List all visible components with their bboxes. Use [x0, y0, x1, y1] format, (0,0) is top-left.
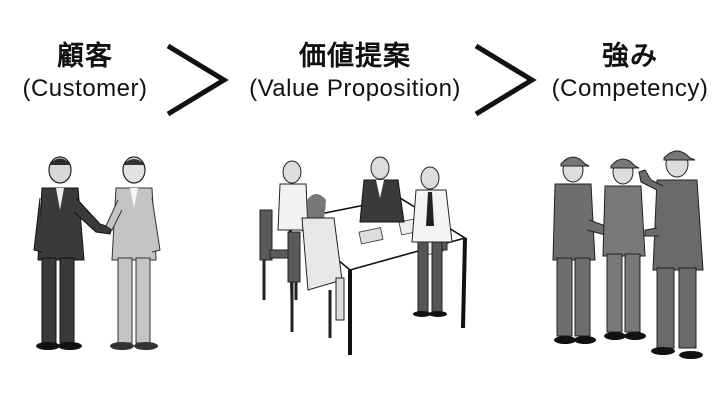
meeting-table-illustration: [259, 156, 467, 355]
customer-heading: 顧客 (Customer): [10, 40, 160, 104]
competency-heading: 強み (Competency): [540, 40, 720, 104]
workers-group-illustration: [552, 150, 704, 359]
greater-than-arrow-1: [166, 43, 229, 117]
competency-title-en: (Competency): [551, 75, 709, 102]
greater-than-arrow-2: [474, 43, 537, 117]
worker-right: [638, 150, 704, 359]
worker-left: [552, 156, 612, 344]
value-title-en: (Value Proposition): [249, 75, 461, 102]
businessman-left: [33, 156, 113, 350]
competency-title-jp: 強み: [602, 41, 658, 72]
value-title-jp: 価値提案: [299, 41, 411, 72]
worker-middle: [602, 158, 646, 340]
customer-title-en: (Customer): [22, 75, 148, 102]
meeting-people: [277, 156, 453, 321]
business-handshake-illustration: [33, 156, 161, 350]
businessman-right: [105, 156, 161, 350]
value-proposition-heading: 価値提案 (Value Proposition): [230, 40, 480, 104]
customer-title-jp: 顧客: [57, 41, 113, 72]
